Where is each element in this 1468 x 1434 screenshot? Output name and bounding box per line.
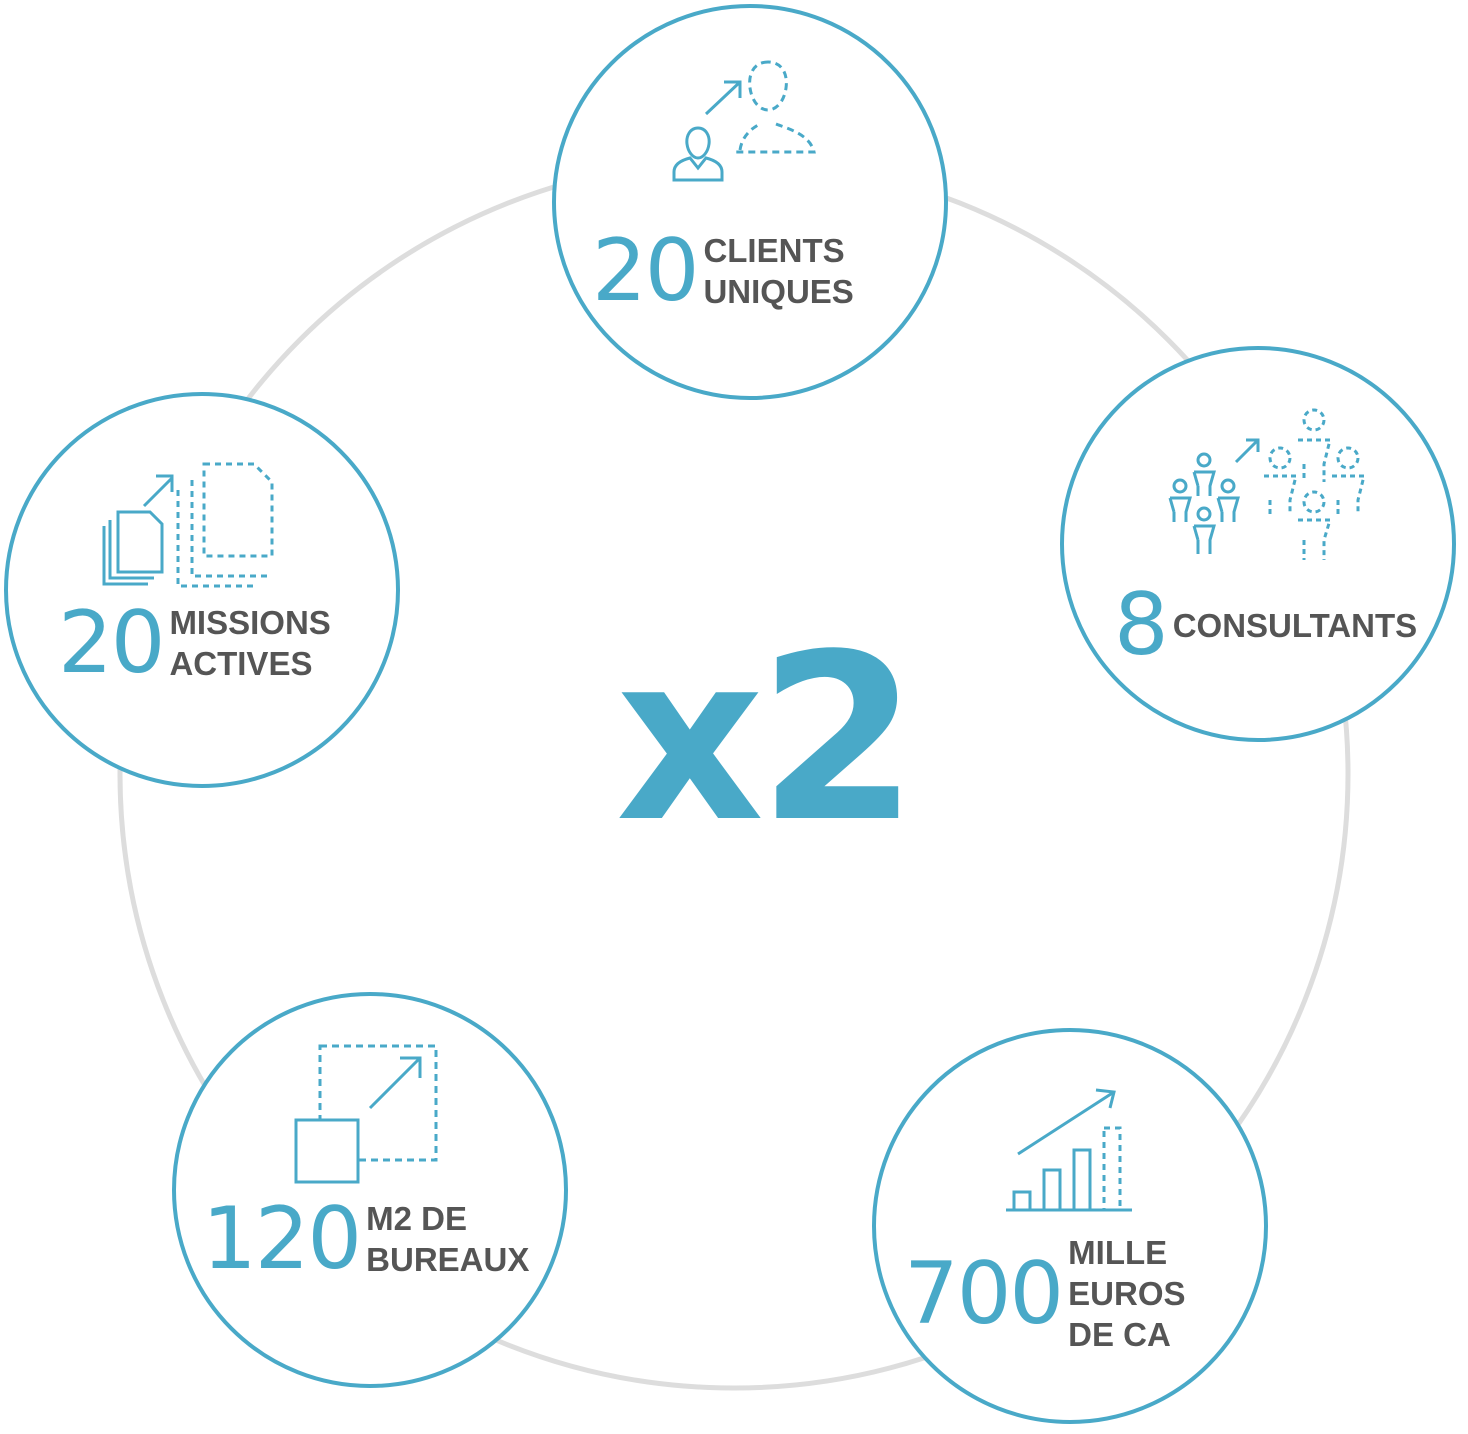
bar-chart-growth-icon [1006,1088,1132,1212]
stat-label: MISSIONS ACTIVES [169,604,331,682]
stat-label: MILLE EUROS DE CA [1068,1234,1186,1353]
center-multiplier: x2 [615,606,918,873]
stat-number: 120 [202,1189,362,1289]
stat-number: 700 [904,1243,1064,1344]
stat-consultants: 8 CONSULTANTS [1114,582,1417,668]
stat-node-missions: 20 MISSIONS ACTIVES [4,392,400,788]
stat-number: 8 [1114,575,1169,675]
stat-node-revenue: 700 MILLE EUROS DE CA [872,1028,1268,1424]
stat-node-clients: 20 CLIENTS UNIQUES [552,4,948,400]
stat-label: M2 DE BUREAUX [366,1200,530,1278]
person-growth-icon [672,60,816,182]
stat-node-consultants: 8 CONSULTANTS [1060,346,1456,742]
stat-label: CLIENTS UNIQUES [703,232,854,310]
stat-missions: 20 MISSIONS ACTIVES [58,600,331,686]
stat-node-offices: 120 M2 DE BUREAUX [172,992,568,1388]
stat-number: 20 [58,593,165,693]
stat-number: 20 [592,221,699,321]
stat-label: CONSULTANTS [1172,606,1418,644]
documents-growth-icon [102,462,274,588]
stat-revenue: 700 MILLE EUROS DE CA [904,1232,1186,1355]
team-growth-icon [1168,408,1366,560]
stat-clients: 20 CLIENTS UNIQUES [592,228,854,314]
area-expand-icon [294,1044,438,1184]
stat-offices: 120 M2 DE BUREAUX [202,1196,529,1282]
